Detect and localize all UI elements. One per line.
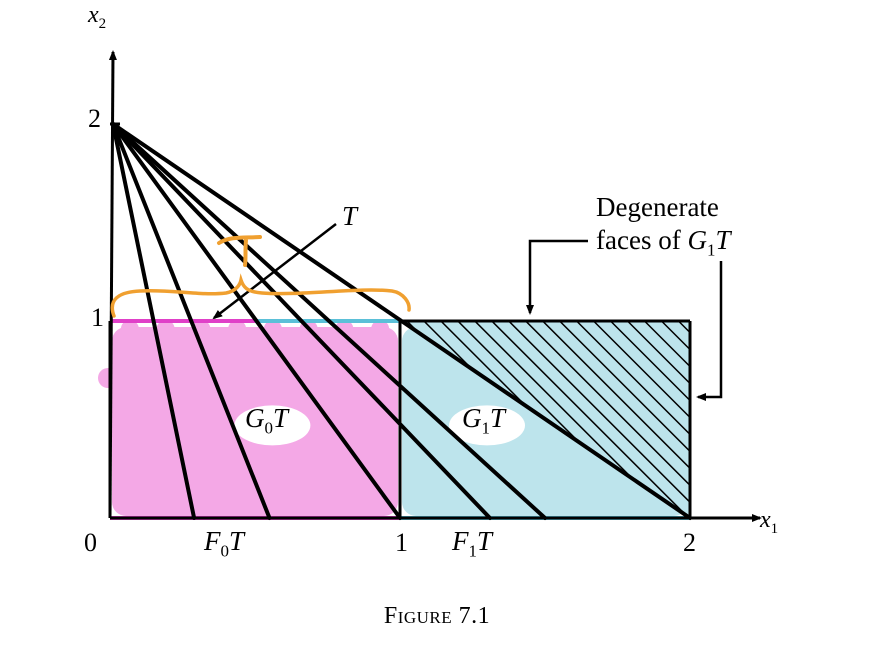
face-label-f1t-tail: T <box>477 526 493 556</box>
fan-line-4 <box>111 122 547 520</box>
figure-caption: Figure 7.1 <box>383 603 491 629</box>
region-fill-bump <box>228 320 247 338</box>
region-label-g0t-tail: T <box>273 403 289 433</box>
x-axis-label-sub: 1 <box>770 520 779 537</box>
y-tick-label-1: 1 <box>91 303 104 332</box>
region-fill-bump <box>263 320 282 338</box>
region-fill-bump <box>371 320 390 338</box>
region-fill-bump <box>98 368 118 388</box>
fan-lines <box>111 122 692 520</box>
degenerate-label-g: G <box>687 225 707 255</box>
fan-line-3 <box>111 122 492 520</box>
degenerate-label-line2: faces of G1T <box>596 225 730 260</box>
fan-line-5 <box>111 122 692 520</box>
region-label-cloud <box>449 405 525 446</box>
degenerate-label-prefix: faces of <box>596 225 688 255</box>
region-label-g1t: G1T <box>462 403 505 438</box>
region-fill-bump <box>156 320 175 338</box>
degenerate-callout-top-arrow <box>526 239 588 315</box>
t-pointer-arrow <box>212 223 337 320</box>
face-label-f0t-tail: T <box>229 526 245 556</box>
region-fill-bump <box>120 320 139 338</box>
degenerate-label-t: T <box>715 225 731 255</box>
y-axis-label: x2 <box>88 2 106 33</box>
degenerate-label-sub: 1 <box>706 240 716 260</box>
region-label-g1t-tail: T <box>490 403 506 433</box>
x-axis-label: x1 <box>760 507 778 538</box>
degenerate-label-line1: Degenerate <box>596 192 719 222</box>
region-label-g1t-main: G <box>462 403 482 433</box>
handwritten-brace <box>110 273 411 318</box>
y-tick-label-2: 2 <box>88 104 101 133</box>
region-label-g1t-sub: 1 <box>481 418 491 438</box>
fan-line-2 <box>111 122 402 520</box>
region-label-g0t-sub: 0 <box>264 418 274 438</box>
face-label-f0t-sub: 0 <box>220 541 230 561</box>
x-axis-label-main: x <box>760 507 771 533</box>
face-label-f1t: F1T <box>452 526 492 561</box>
region-label-cloud <box>234 405 311 446</box>
region-label-g0t: G0T <box>245 403 288 438</box>
face-label-f0t: F0T <box>204 526 244 561</box>
t-label: T <box>342 201 358 231</box>
x-tick-label-1: 1 <box>395 528 408 557</box>
x-tick-label-0: 0 <box>84 528 97 557</box>
face-label-f0t-main: F <box>204 526 221 556</box>
y-axis-label-sub: 2 <box>98 15 107 32</box>
y-axis <box>108 50 117 519</box>
fan-line-0 <box>111 122 197 520</box>
handwritten-t-icon <box>217 235 262 267</box>
face-label-f1t-main: F <box>452 526 469 556</box>
fan-line-1 <box>111 122 272 520</box>
degenerate-callout-right-arrow <box>696 261 723 401</box>
face-label-f1t-sub: 1 <box>468 541 478 561</box>
region-label-g0t-main: G <box>245 403 265 433</box>
x-tick-label-2: 2 <box>683 528 696 557</box>
y-axis-label-main: x <box>88 2 99 28</box>
